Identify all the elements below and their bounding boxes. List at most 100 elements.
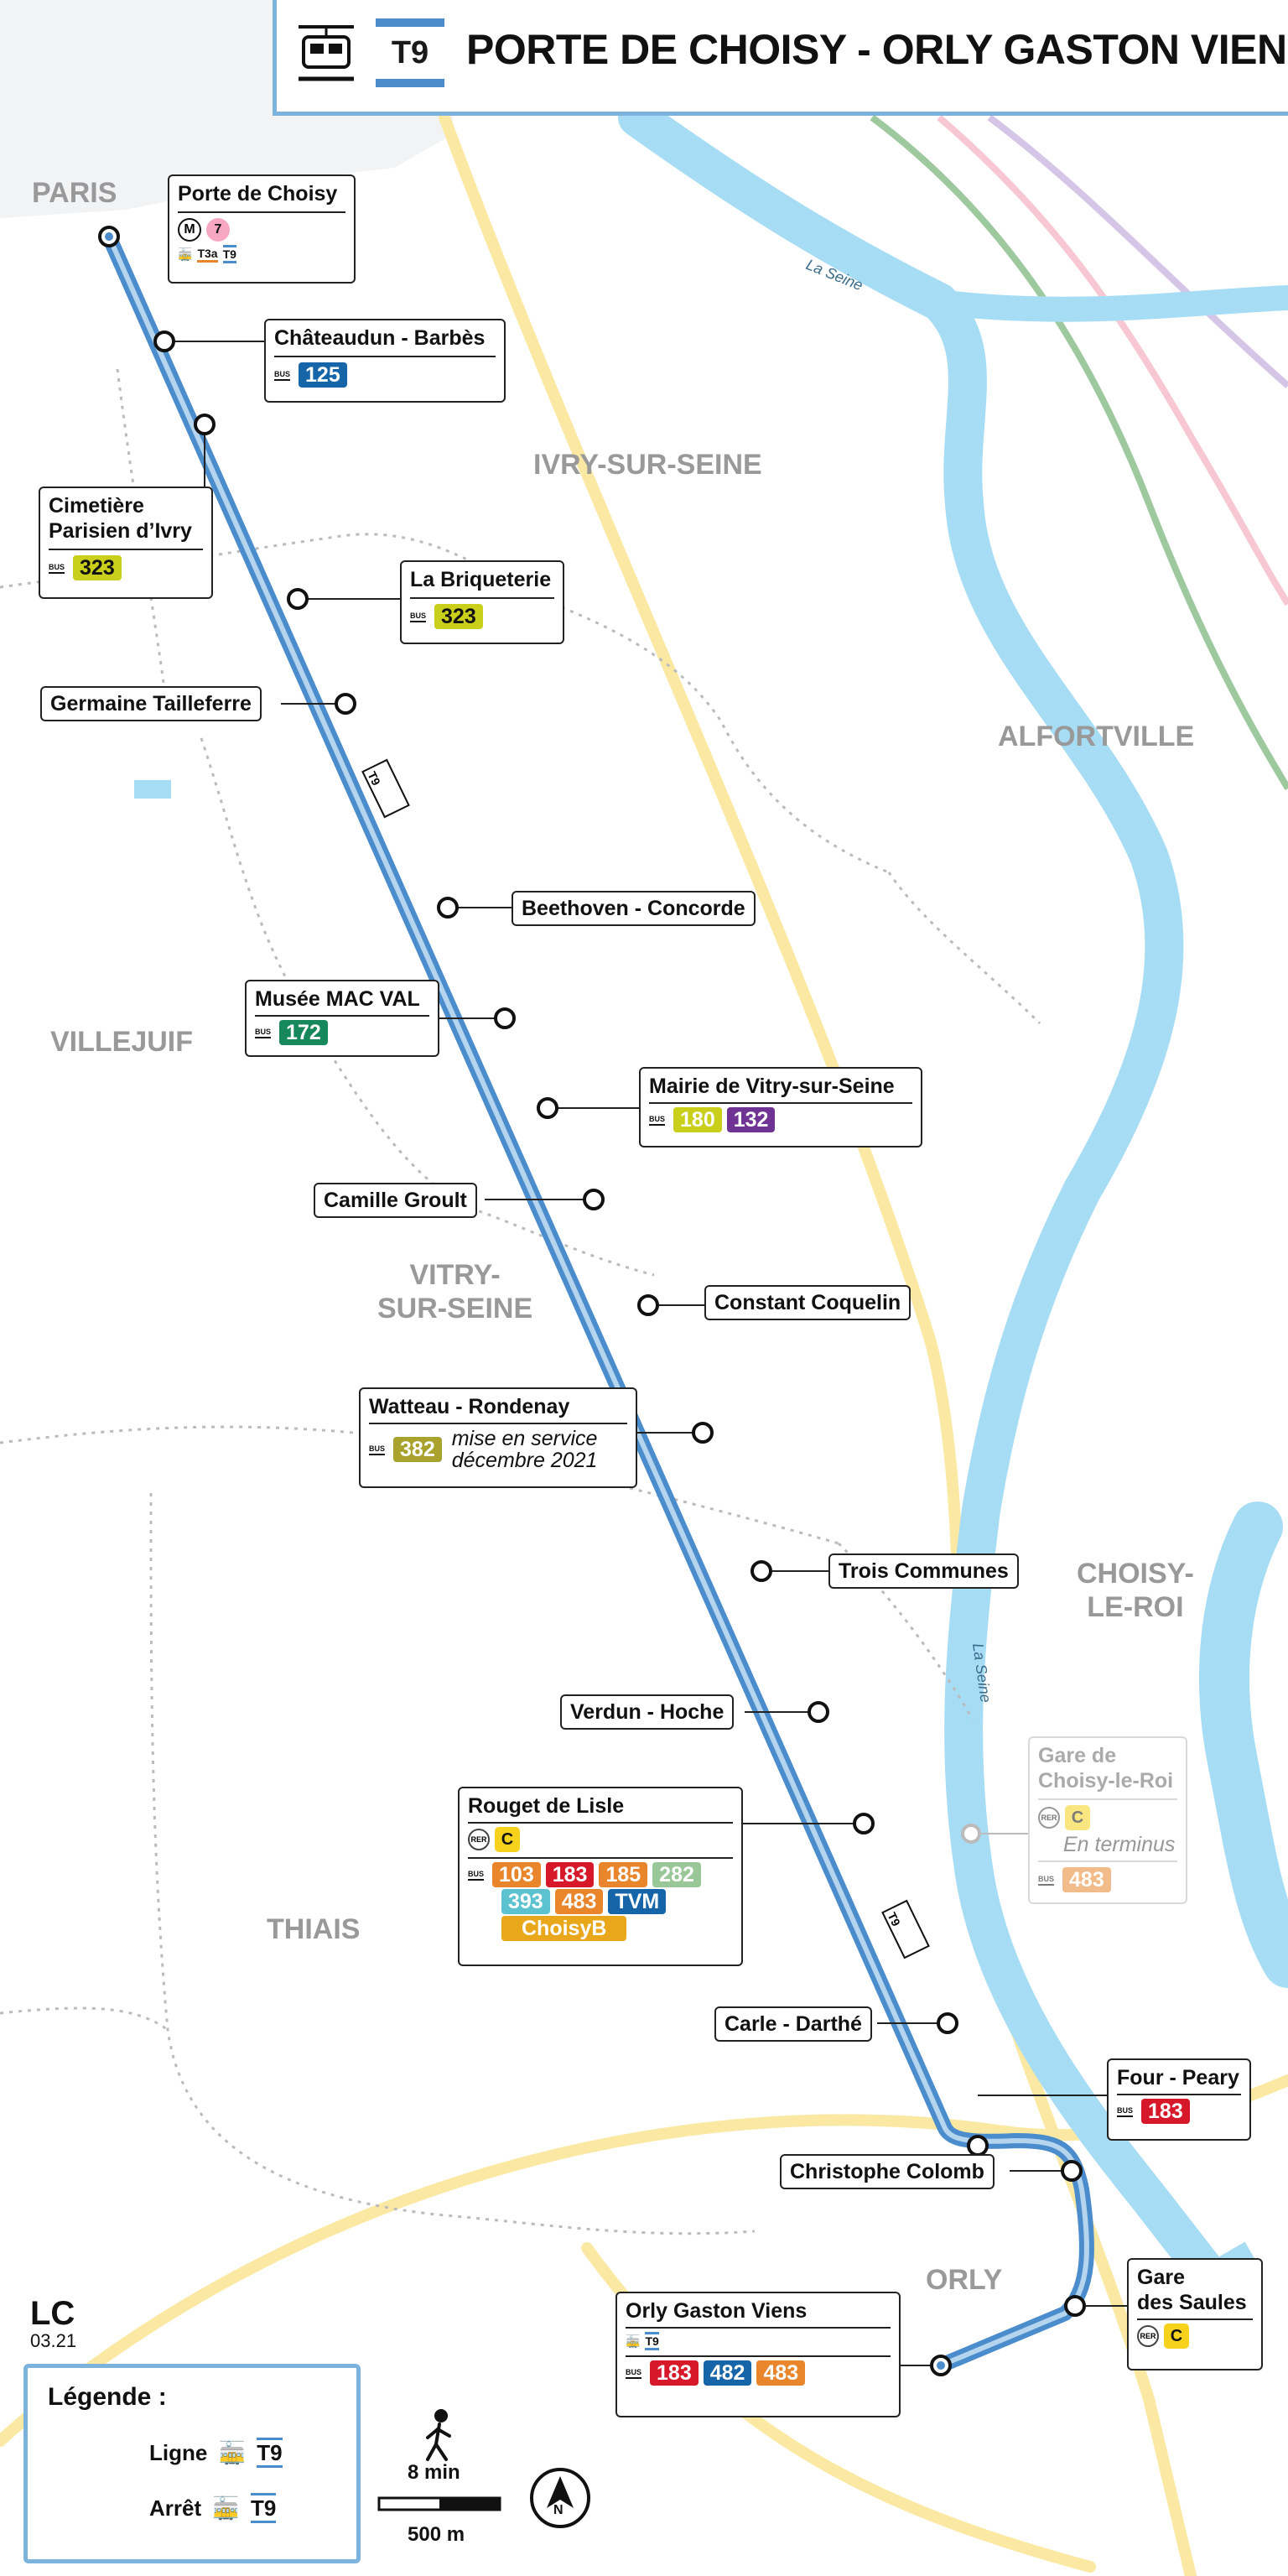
station-groult[interactable]: Camille Groult [314,1183,477,1218]
metro-icon: M [178,218,201,242]
stop-orly-inner [937,2361,945,2370]
rer-icon: RER [1038,1807,1060,1829]
bus-line: 183 [1141,2099,1190,2124]
bus-line: 185 [599,1862,648,1887]
walker-icon [426,2409,451,2461]
bus-line: 382 [393,1437,442,1462]
bus-line: 483 [1062,1867,1111,1892]
station-watteau[interactable]: Watteau - Rondenay BUS 382 mise en servi… [359,1387,637,1488]
station-beethoven[interactable]: Beethoven - Concorde [512,891,756,926]
bus-line: 323 [434,604,483,629]
tram-stops [98,226,1086,2376]
station-verdun[interactable]: Verdun - Hoche [560,1694,735,1730]
service-note-2: décembre 2021 [451,1449,598,1472]
station-macval[interactable]: Musée MAC VAL BUS 172 [245,980,439,1057]
tram-line-t9 [101,229,1094,2373]
legend-stop-label: Arrêt 🚋 T9 [149,2493,277,2523]
bus-icon: BUS [468,1869,485,1881]
city-thiais: THIAIS [267,1913,361,1945]
bus-line: ChoisyB [501,1916,627,1941]
city-choisy: CHOISY- LE-ROI [1077,1557,1194,1624]
station-colomb[interactable]: Christophe Colomb [780,2154,995,2189]
station-name-1: Gare de [1038,1744,1117,1767]
station-name: Musée MAC VAL [255,987,420,1011]
bus-icon: BUS [626,2367,642,2379]
city-ivry: IVRY-SUR-SEINE [533,449,762,481]
station-name: Four - Peary [1117,2066,1239,2089]
station-carle[interactable]: Carle - Darthé [714,2006,872,2042]
service-note-1: mise en service [451,1427,598,1450]
rer-line-c: C [495,1827,520,1852]
bus-icon: BUS [369,1444,386,1455]
bus-line: 132 [726,1107,776,1132]
city-choisy-2: LE-ROI [1087,1591,1184,1623]
bus-icon: BUS [1117,2105,1134,2117]
bus-line: 180 [673,1107,722,1132]
edition-date: 03.21 [30,2330,77,2351]
tram-icon: 🚋 [218,2440,246,2465]
logo-text: LC [30,2295,75,2332]
legend: Légende : Ligne 🚋 T9 Arrêt 🚋 T9 [23,2364,361,2563]
city-paris: PARIS [32,177,117,209]
bus-icon: BUS [274,369,291,381]
city-villejuif: VILLEJUIF [50,1026,194,1058]
rail-lines [870,114,1288,791]
tram-icon: 🚋 [178,247,193,261]
rer-icon: RER [1137,2325,1159,2347]
tram-t3a: T3a [197,247,218,263]
tram-icon: 🚋 [212,2495,240,2521]
line-badge: T9 [376,18,444,87]
bus-line: 103 [492,1862,541,1887]
bus-icon: BUS [49,562,65,574]
bus-icon: BUS [255,1027,272,1038]
page-title: PORTE DE CHOISY - ORLY GASTON VIENS [466,26,1288,73]
station-coquelin[interactable]: Constant Coquelin [704,1285,911,1320]
station-orly[interactable]: Orly Gaston Viens 🚋T9 BUS 183 482 483 [615,2292,901,2417]
bus-line: 183 [650,2360,699,2386]
bus-line: 483 [756,2360,806,2386]
bus-icon: BUS [649,1114,666,1126]
bus-line: 482 [703,2360,752,2386]
station-four[interactable]: Four - Peary BUS 183 [1107,2058,1251,2141]
legend-stop-badge: T9 [250,2493,277,2523]
station-trois-communes[interactable]: Trois Communes [828,1553,1019,1589]
station-name-2: Parisien d’Ivry [49,519,192,543]
bus-line: 172 [279,1020,328,1045]
city-orly: ORLY [926,2264,1003,2296]
rer-line-c: C [1164,2324,1189,2349]
legend-title: Légende : [48,2383,167,2411]
city-vitry-1: VITRY- [409,1259,501,1291]
station-porte-de-choisy[interactable]: Porte de Choisy M 7 🚋 T3a T9 [168,174,356,284]
bus-icon: BUS [1038,1874,1055,1886]
seine-river [618,98,1288,2292]
line-badge-label: T9 [391,35,429,70]
scale-bar [377,2496,501,2511]
tram-t9: T9 [645,2332,659,2350]
bus-line: 183 [545,1862,595,1887]
commune-borders [0,368,1041,2235]
station-name-1: Cimetière [49,494,144,518]
station-name: Rouget de Lisle [468,1794,625,1818]
station-cimetiere[interactable]: Cimetière Parisien d’Ivry BUS 323 [39,487,213,599]
station-name: Porte de Choisy [178,182,338,206]
bus-line: 323 [73,555,122,580]
line-badge-bars [376,18,444,87]
station-name: Châteaudun - Barbès [274,326,486,350]
bus-line: 483 [554,1889,604,1914]
tram-icon [299,25,354,81]
pond [134,780,171,799]
stop-choisy-gare [961,1824,981,1844]
station-name: Mairie de Vitry-sur-Seine [649,1075,895,1098]
metro-line-7: 7 [206,218,230,242]
station-name: Orly Gaston Viens [626,2299,808,2323]
bus-line: 282 [652,1862,701,1887]
station-tailleferre[interactable]: Germaine Tailleferre [40,686,262,721]
stop-porte-de-choisy-inner [105,232,113,241]
